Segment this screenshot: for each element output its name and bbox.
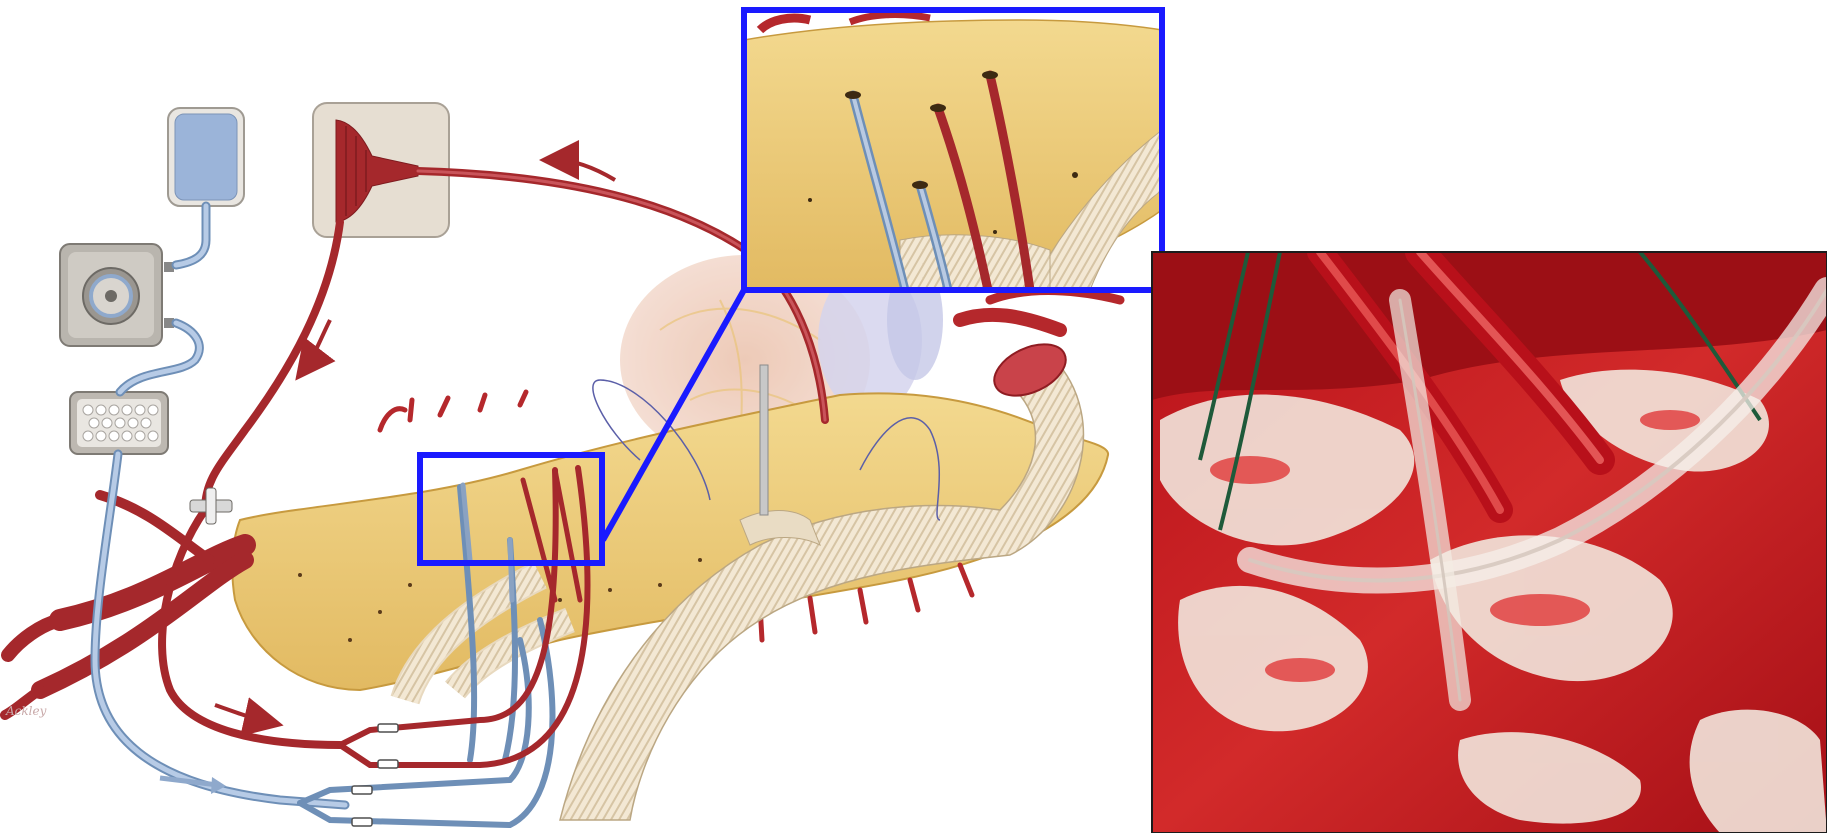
- iliac-arteries: [5, 495, 245, 715]
- artist-signature: Ackley: [5, 704, 47, 718]
- magnified-inset: [744, 10, 1162, 290]
- vent-cannula: [760, 365, 768, 515]
- blue-connector-2: [352, 818, 372, 826]
- roller-pump-icon: [60, 244, 174, 346]
- oxygenator-filter-icon: [70, 392, 168, 454]
- red-connector-2: [378, 760, 398, 768]
- intraoperative-photo: [1152, 252, 1827, 833]
- iv-bag-icon: [168, 108, 244, 206]
- red-connector-1: [378, 724, 398, 732]
- blue-connector-1: [352, 786, 372, 794]
